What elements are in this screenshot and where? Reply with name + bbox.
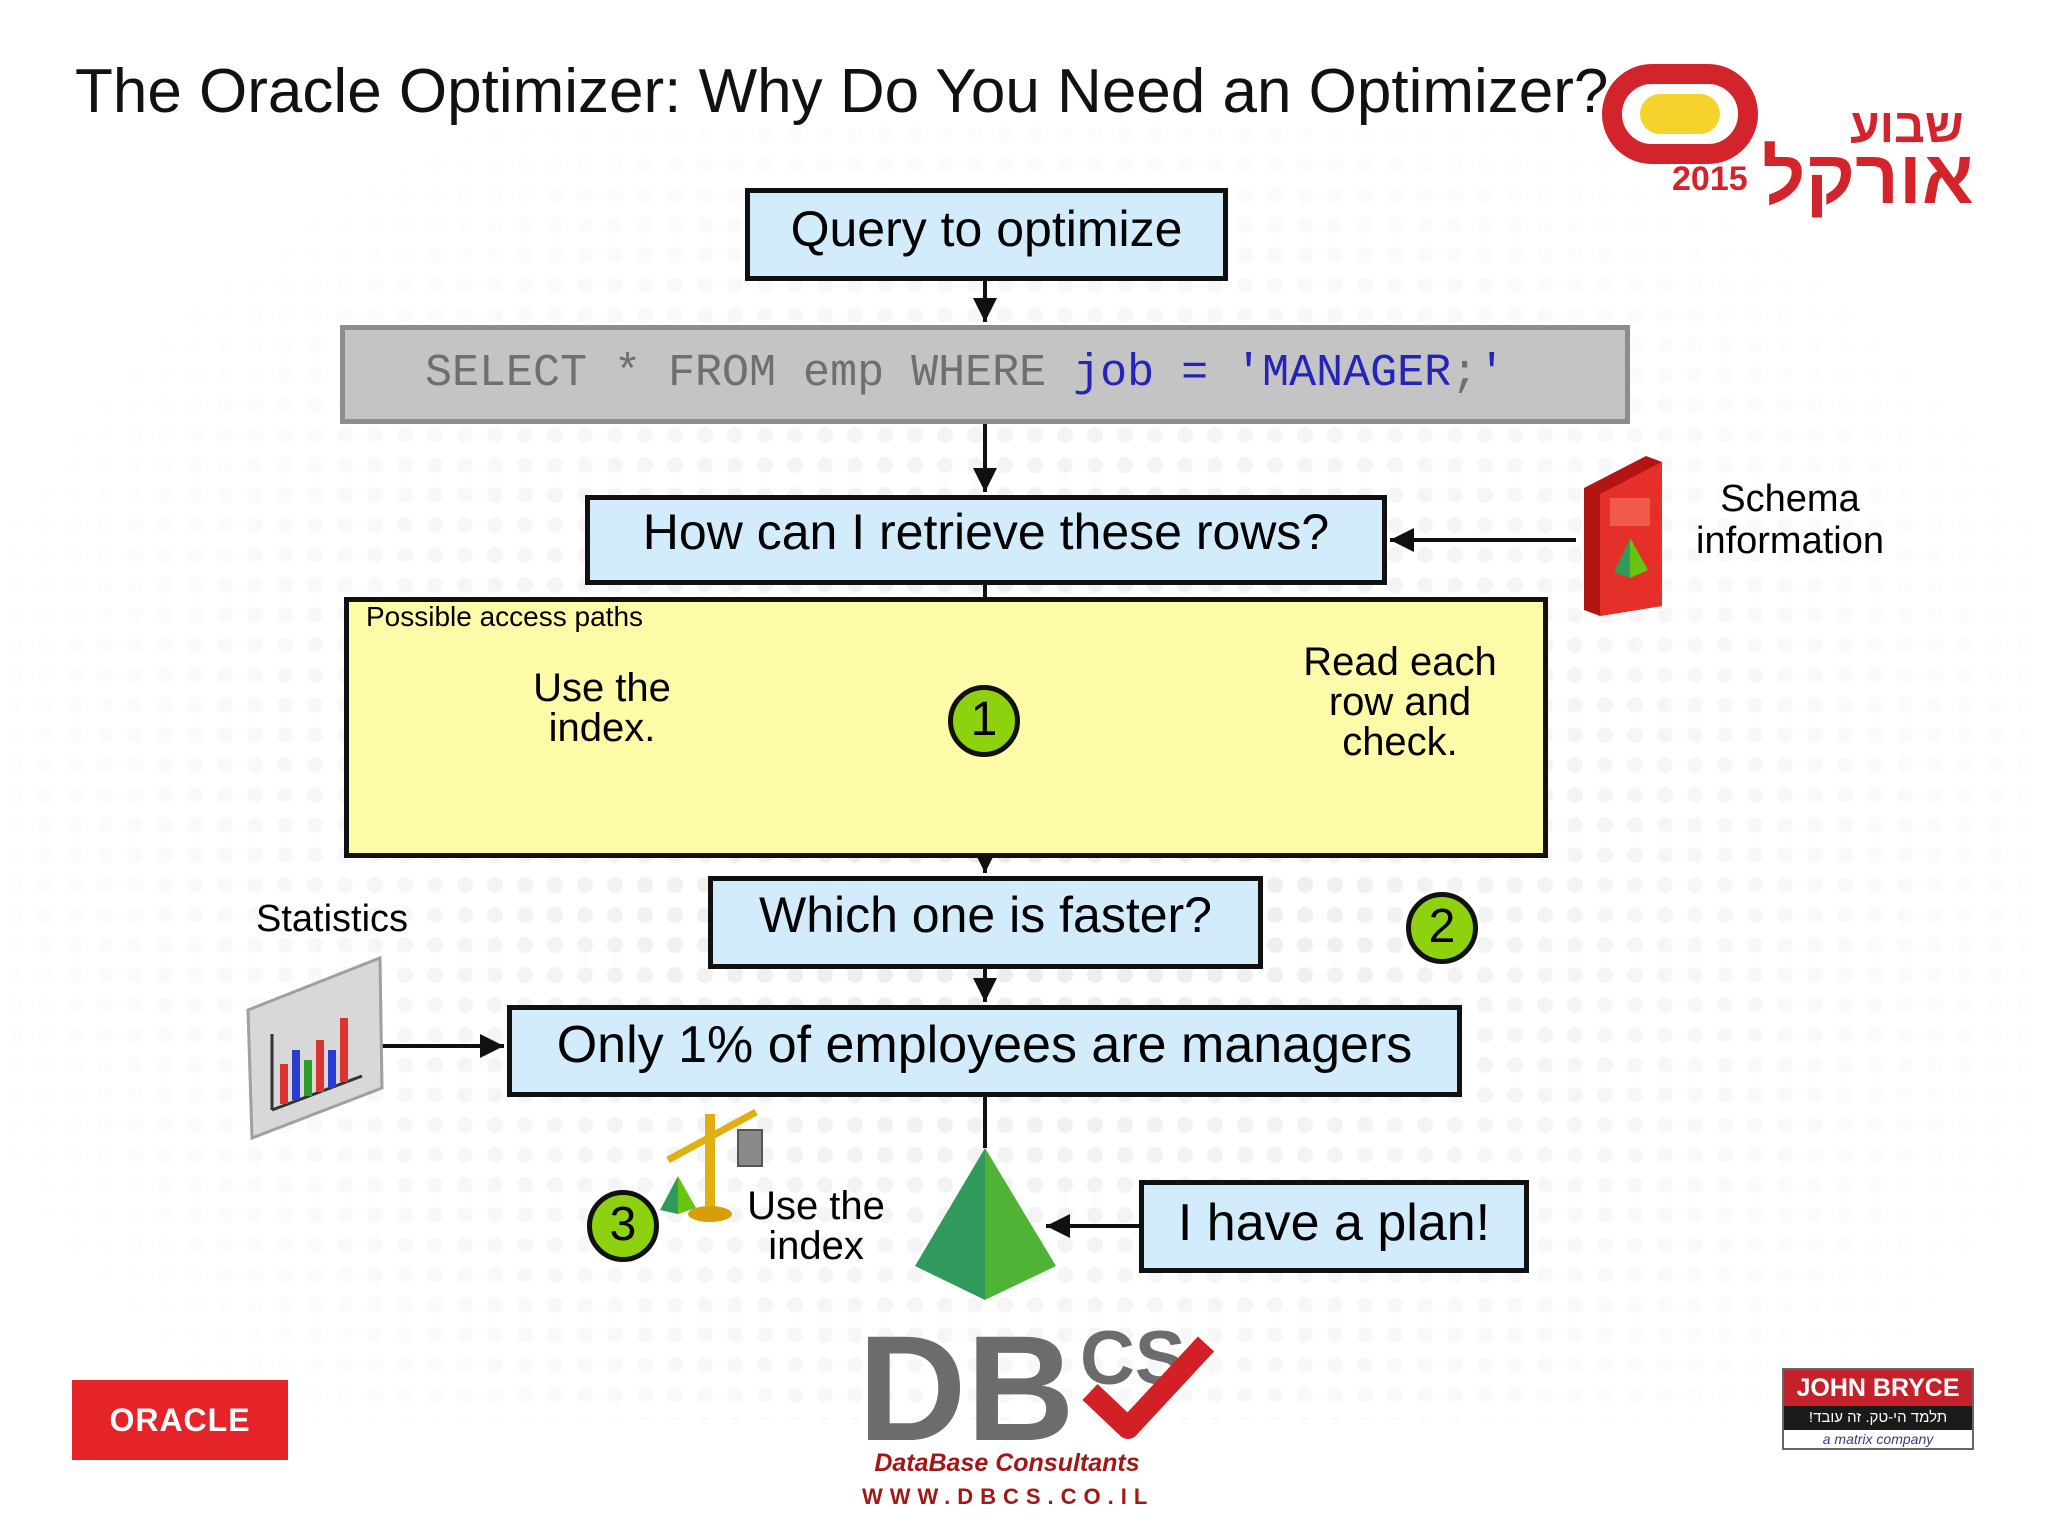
john-bryce-logo: JOHN BRYCE תלמד הי-טק. זה עובד! a matrix…	[1782, 1368, 1974, 1450]
step-badge-1: 1	[948, 685, 1020, 757]
sql-part-1: SELECT * FROM emp WHERE	[425, 348, 1073, 399]
option-read-each-row: Read each row and check.	[1290, 642, 1510, 762]
decision-label: Use the index	[732, 1186, 900, 1266]
dbcs-url: WWW.DBCS.CO.IL	[862, 1484, 1152, 1510]
access-paths-label: Possible access paths	[366, 599, 643, 635]
dbcs-logo-letters: DB	[858, 1304, 1075, 1472]
john-bryce-sub: a matrix company	[1784, 1430, 1972, 1448]
dbcs-logo-mark: DB CS	[858, 1304, 1206, 1472]
dbcs-subtitle: DataBase Consultants	[862, 1448, 1152, 1478]
schema-label: Schema information	[1680, 478, 1900, 562]
oracle-logo: ORACLE	[72, 1380, 288, 1460]
sql-statement: SELECT * FROM emp WHERE job = 'MANAGER;'	[340, 325, 1630, 424]
john-bryce-name: JOHN BRYCE	[1784, 1370, 1972, 1406]
plan-pyramid-icon	[915, 1148, 1056, 1300]
sql-part-4: '	[1478, 348, 1505, 399]
faster-box: Which one is faster?	[708, 876, 1263, 969]
plan-box: I have a plan!	[1139, 1180, 1529, 1273]
statistics-chart-icon	[248, 958, 382, 1138]
step-badge-2: 2	[1406, 892, 1478, 964]
schema-book-icon	[1584, 456, 1662, 616]
option-use-index: Use the index.	[502, 668, 702, 748]
question-box: How can I retrieve these rows?	[585, 495, 1387, 585]
step-badge-3: 3	[587, 1190, 659, 1262]
statistics-label: Statistics	[256, 896, 408, 942]
query-box: Query to optimize	[745, 188, 1228, 281]
sql-part-2: job = 'MANAGER	[1073, 348, 1451, 399]
john-bryce-tagline: תלמד הי-טק. זה עובד!	[1784, 1406, 1972, 1430]
sql-part-3: ;	[1451, 348, 1478, 399]
statistics-fact-box: Only 1% of employees are managers	[507, 1005, 1462, 1097]
